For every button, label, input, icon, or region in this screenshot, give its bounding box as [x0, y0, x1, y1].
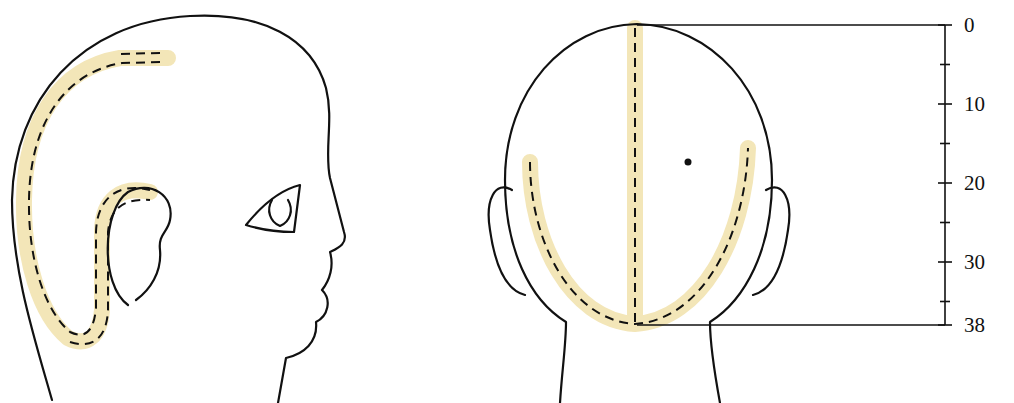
- marker-dot: [685, 159, 692, 166]
- scale-ruler: [637, 25, 952, 325]
- head-outline: [12, 16, 789, 403]
- scale-number: 10: [964, 94, 985, 115]
- scale-number: 30: [964, 252, 985, 273]
- scale-number: 38: [964, 315, 985, 336]
- scale-number: 20: [964, 173, 985, 194]
- scale-number: 0: [964, 15, 975, 36]
- highlight-band: [24, 28, 748, 341]
- dashed-line: [29, 28, 748, 344]
